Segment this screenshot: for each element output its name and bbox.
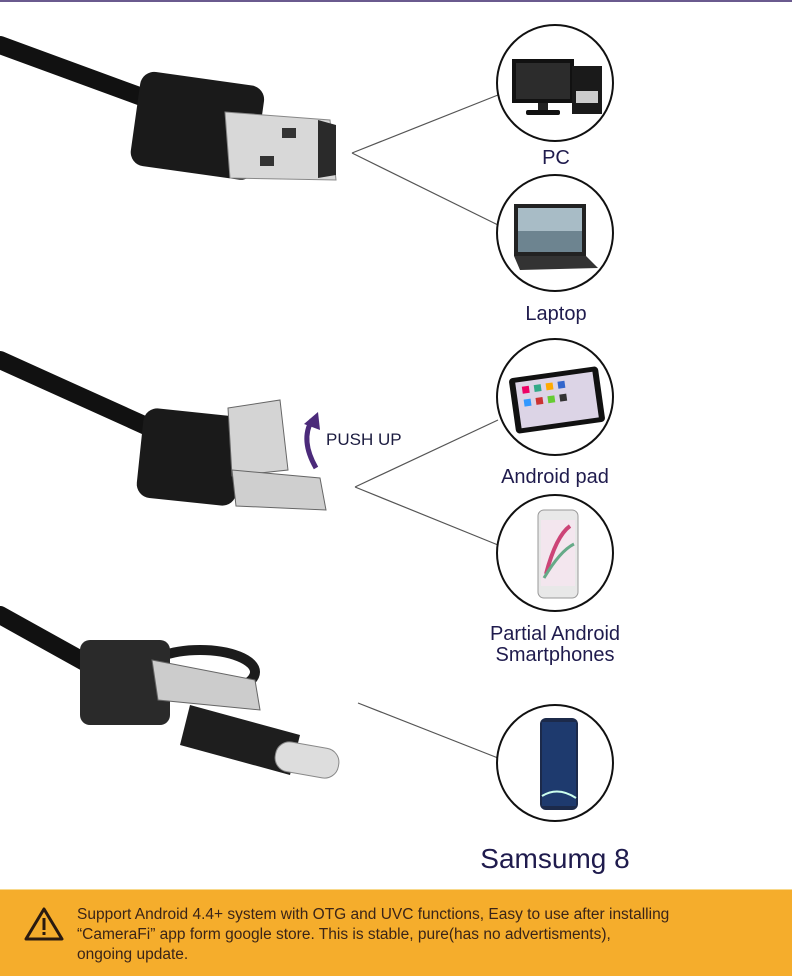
smartphone-icon	[537, 509, 579, 599]
micro-usb-connector-image	[0, 351, 327, 511]
android-phones-label-line2: Smartphones	[495, 644, 615, 666]
notice-text: Support Android 4.4+ system with OTG and…	[77, 905, 777, 965]
android-phones-label: Partial Android Smartphones	[470, 624, 640, 666]
tablet-icon	[509, 366, 605, 434]
laptop-device-circle	[496, 174, 614, 292]
samsung-phone-icon	[540, 718, 578, 810]
push-up-annotation: PUSH UP	[326, 430, 402, 449]
desktop-computer-icon	[512, 59, 602, 115]
cables-illustration	[0, 36, 340, 779]
notice-line-2: “CameraFi” app form google store. This i…	[77, 926, 611, 943]
notice-banner: Support Android 4.4+ system with OTG and…	[0, 889, 792, 976]
top-accent-line	[0, 0, 792, 2]
usb-a-connector-image	[0, 36, 337, 181]
android-pad-label: Android pad	[501, 466, 609, 488]
notice-line-1: Support Android 4.4+ system with OTG and…	[77, 906, 670, 923]
samsung-8-label: Samsumg 8	[480, 843, 630, 874]
laptop-label: Laptop	[525, 303, 587, 325]
samsung-8-device-circle	[496, 704, 614, 822]
pc-device-circle	[496, 24, 614, 142]
android-phone-device-circle	[496, 494, 614, 612]
warning-icon	[24, 907, 64, 941]
type-c-connector-image	[0, 606, 340, 779]
notice-line-3: ongoing update.	[77, 946, 189, 963]
android-pad-device-circle	[496, 338, 614, 456]
laptop-icon	[514, 204, 598, 270]
pc-label: PC	[542, 147, 570, 169]
android-phones-label-line1: Partial Android	[489, 623, 621, 645]
